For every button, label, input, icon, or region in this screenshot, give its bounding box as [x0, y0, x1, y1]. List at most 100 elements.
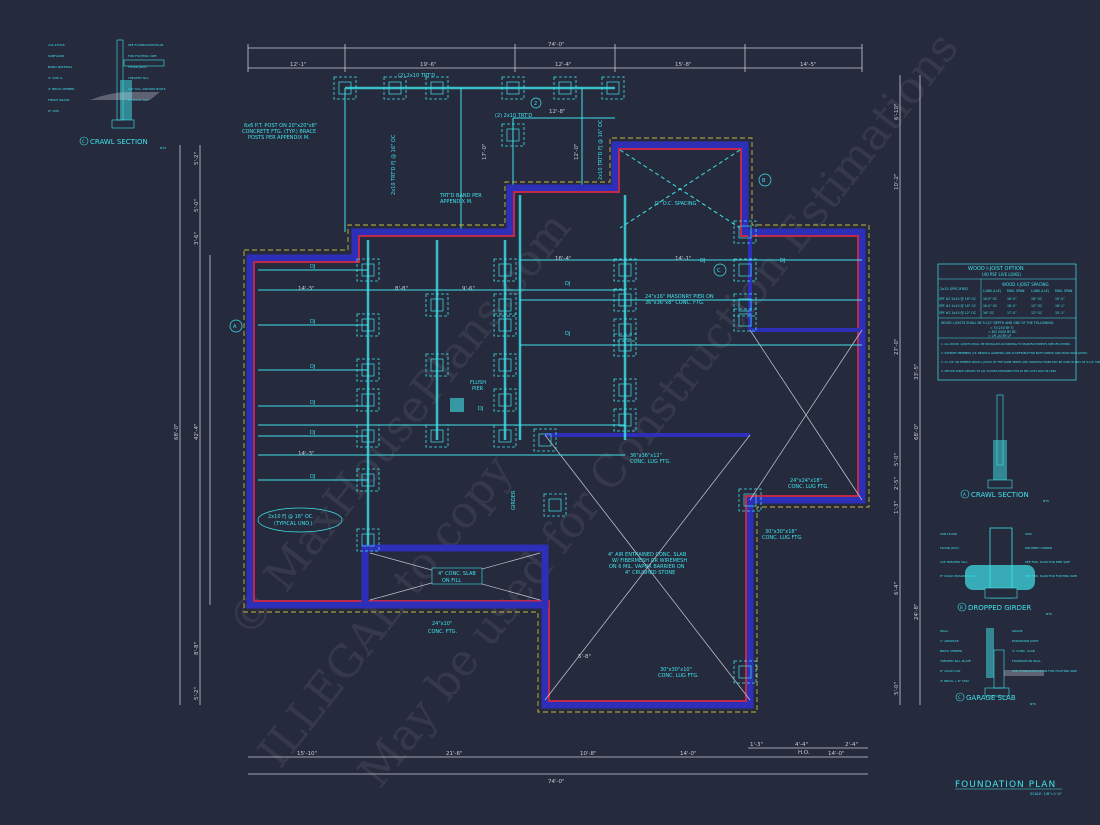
porch-ftg-note: 24"x10" [432, 621, 452, 627]
detail-label: 2x4 STUDS [48, 43, 65, 47]
porch-slab-note: 4" CONC. SLAB [438, 571, 476, 577]
table-column-header: MAX. SPAN [1007, 289, 1025, 293]
lug-note: 36"x36"x12" [630, 453, 662, 459]
section-tag-a[interactable]: A [229, 319, 243, 333]
dim-top: 12'-1" [290, 62, 307, 68]
dim-right: 2'-5" [894, 477, 900, 490]
bottom-dimensions: 15'-10" 21'-6" 10'-8" 14'-0" 14'-0" 74'-… [248, 742, 868, 785]
table-cell: 12" OC [1031, 304, 1043, 308]
table-cell: 15'-1" [1055, 311, 1065, 315]
post-note: 6x6 P.T. POST ON 20"x20"x8" [244, 123, 317, 129]
detail-label: FOUNDATION WALL [1012, 659, 1041, 663]
pier [743, 493, 757, 507]
pier-footing [356, 388, 380, 412]
pier-footing [613, 318, 637, 342]
pier-note: 24"x16" MASONRY PIER ON [645, 294, 714, 300]
pier [506, 81, 520, 95]
dj-label: DJ [565, 331, 570, 337]
pier-footing [613, 378, 637, 402]
table-cell: 16.0" OC [983, 297, 998, 301]
section-tag-c[interactable]: C [713, 263, 727, 277]
dim-inner: 16'-4" [555, 256, 572, 262]
band-note: APPENDIX M. [440, 199, 473, 205]
pier-footing [613, 258, 637, 282]
porch-slab-note: ON FILL [442, 578, 461, 584]
dim-right: 1'-3" [894, 501, 900, 514]
pier-footing [501, 76, 525, 100]
dim-bottom: 21'-6" [446, 751, 463, 757]
table-column-header: L/480 (LLE) [1031, 289, 1049, 293]
piers [333, 76, 762, 684]
detail-label: BRICK VENEER [940, 649, 962, 653]
detail-label: 2x6 TREATED SILL [940, 560, 968, 564]
dj-label: DJ [310, 430, 315, 436]
pier-footing [356, 528, 380, 552]
post-note: POSTS PER APPENDIX M. [248, 135, 310, 141]
detail-label: 8" SOLID CAP [128, 98, 148, 102]
detail-label: SEE FND. PLAN FOR FOOTING SIZE [1025, 574, 1077, 578]
crawl-section-detail: A CRAWL SECTION NTS [960, 394, 1049, 503]
section-tag-b[interactable]: B [758, 173, 772, 187]
dim-note: H.O. [798, 750, 810, 756]
pier [548, 498, 562, 512]
pier-footing [543, 493, 567, 517]
dim-bottom-small: 2'-4" [845, 742, 858, 748]
pier [430, 358, 444, 372]
table-column-header: L/480 (LLE) [983, 289, 1001, 293]
dim-left: 8'-8" [194, 642, 200, 655]
pier [506, 128, 520, 142]
pier-footing [425, 353, 449, 377]
pier [618, 323, 632, 337]
detail-scale: NTS [1043, 499, 1049, 503]
detail-scale: NTS [160, 146, 166, 150]
table-criteria: = LPI-20 BY LP [988, 334, 1011, 338]
slab-note: W/ FIBERMESH OR WIREMESH [612, 558, 687, 564]
dim-inner: 17'-0" [482, 143, 488, 160]
top-dimensions: 74'-0" 12'-1" 19'-6" 12'-4" 15'-8" 14'-5… [247, 42, 863, 72]
pier-note: 36"x36"x8" CONC. FTG. [645, 300, 705, 306]
ijoist-option-table: WOOD I-JOIST OPTION (40 PSF LIVE LOAD) W… [937, 263, 1100, 381]
table-cell: SPF #2 2x10 @ 12" OC [939, 311, 977, 315]
lug-note: CONC. LUG FTG. [762, 535, 803, 541]
table-cell: 17'-0" [1007, 311, 1017, 315]
detail-tag-2[interactable]: 2 [530, 97, 542, 109]
table-criteria: = BCI 5000 BY BC [988, 330, 1017, 334]
lug-note: CONC. LUG FTG. [658, 673, 699, 679]
dim-bottom-small: 1'-3" [750, 742, 763, 748]
detail-label: 1" AIRSPACE [940, 639, 959, 643]
table-subtitle: (40 PSF LIVE LOAD) [982, 272, 1021, 277]
pier [430, 81, 444, 95]
dim-top: 15'-8" [675, 62, 692, 68]
dim-right: 5'-0" [894, 682, 900, 695]
detail-label: FINISH GRADE [48, 98, 70, 102]
table-title: WOOD I-JOIST OPTION [968, 266, 1024, 272]
detail-label: TREATED SILL PLATE [939, 659, 971, 663]
detail-label: SUB FLOOR [940, 532, 957, 536]
detail-label: EXPANSION JOINT [1012, 639, 1039, 643]
dim-top-overall: 74'-0" [548, 42, 565, 48]
pier [618, 383, 632, 397]
dim-right: 6'-4" [894, 582, 900, 595]
dim-right: 33'-5" [914, 363, 920, 380]
porch-slab-label-box [431, 567, 483, 585]
pier-footing [501, 123, 525, 147]
dj-label: DJ [310, 400, 315, 406]
pier [430, 298, 444, 312]
foundation-wall-accent [253, 148, 859, 702]
sheet-title: FOUNDATION PLAN [955, 780, 1056, 790]
detail-label: SEE FND. PLAN FOR PIER SIZE [1025, 560, 1070, 564]
dim-top: 19'-6" [420, 62, 437, 68]
section-tag-label: A [233, 324, 237, 330]
dim-right: 6'-10" [894, 103, 900, 120]
section-tag-label: C [717, 268, 721, 274]
table-criteria: = TJI 230 BY TJ [990, 326, 1014, 330]
dj-label: DJ [310, 264, 315, 270]
dj-label: DJ [310, 474, 315, 480]
pier-footing [493, 388, 517, 412]
detail-title: CRAWL SECTION [90, 138, 148, 146]
dim-left: 5'-2" [194, 687, 200, 700]
